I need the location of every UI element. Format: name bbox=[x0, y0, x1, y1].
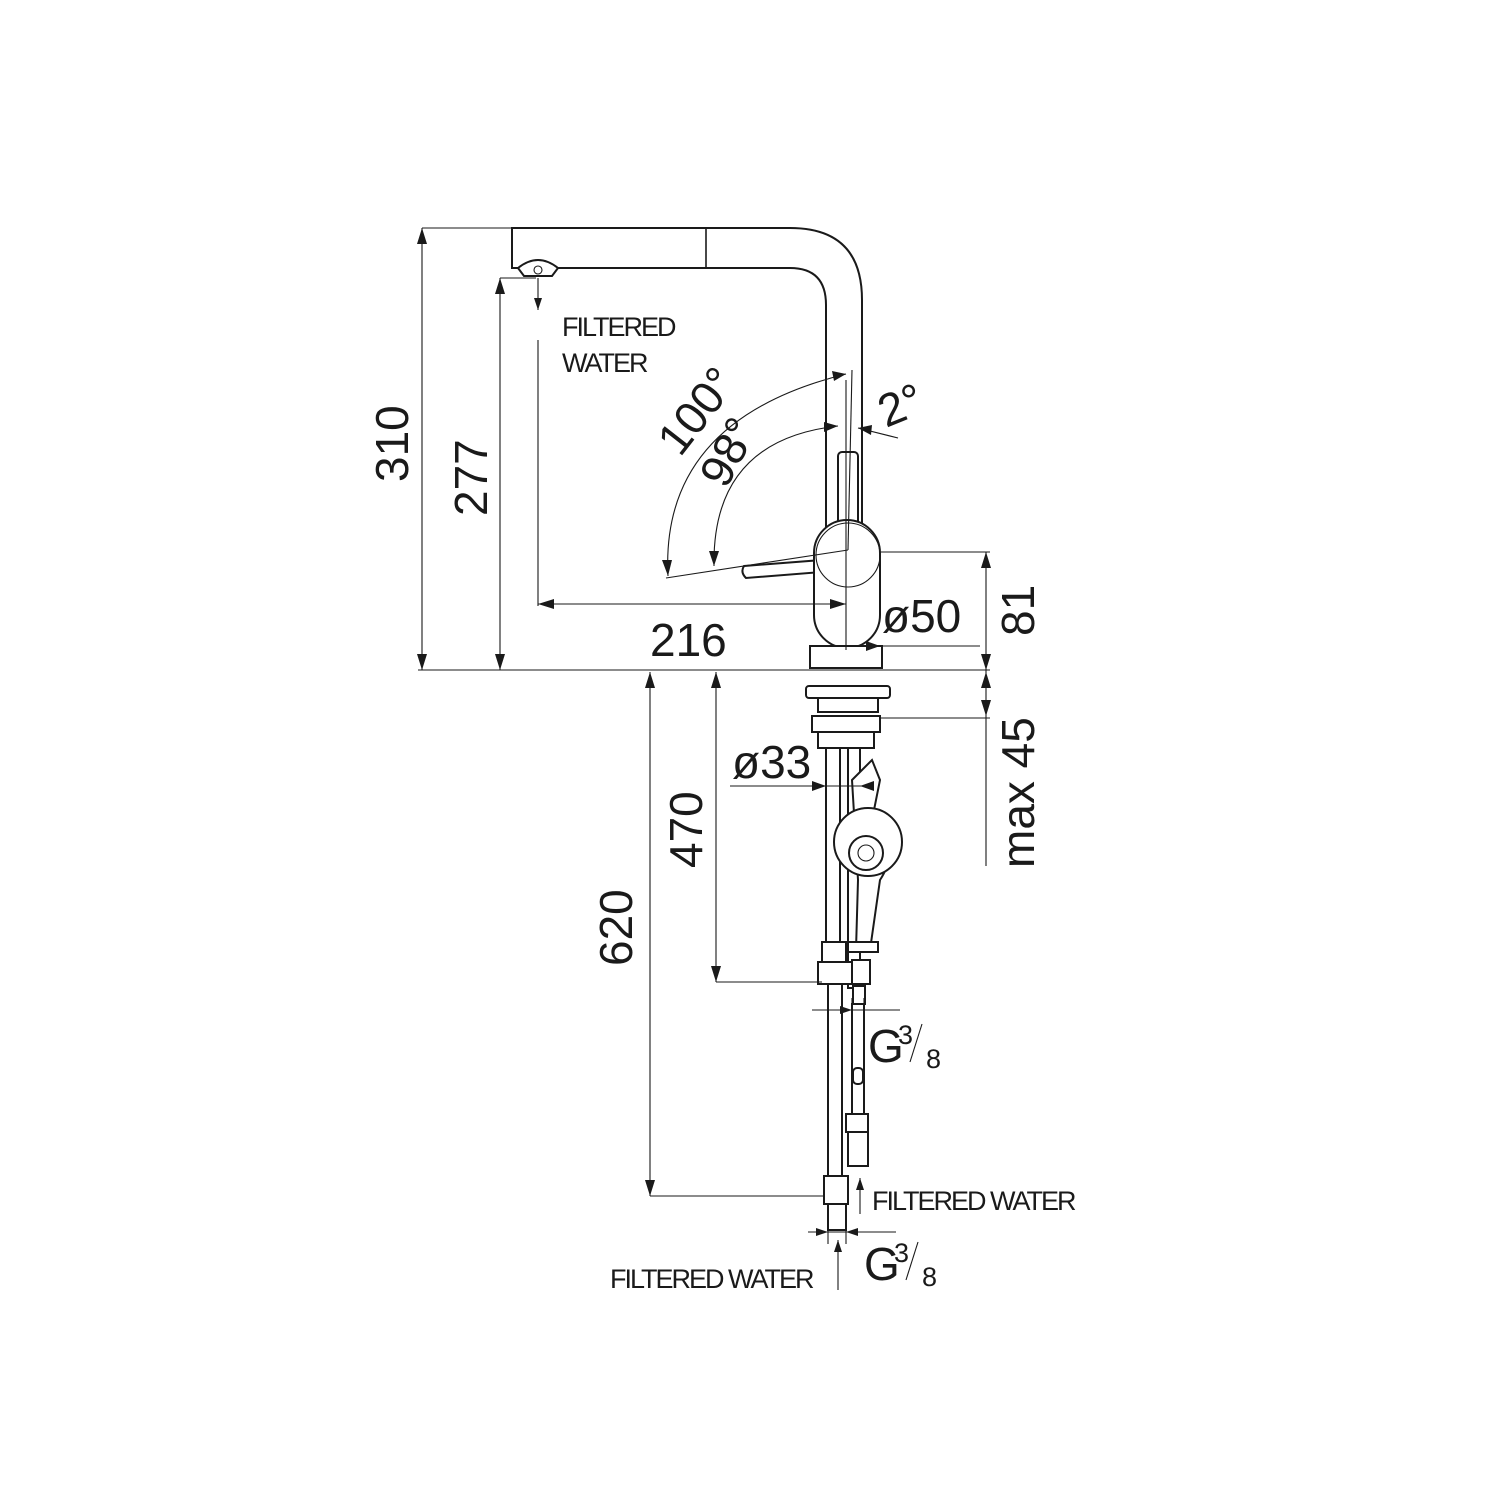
label-spout-filtered-line1: FILTERED bbox=[562, 312, 676, 342]
dim-body-height: 81 bbox=[992, 585, 1044, 636]
faucet-outline bbox=[511, 227, 903, 1231]
dim-total-height: 310 bbox=[366, 405, 418, 482]
dim-lever-angle-small: 2° bbox=[870, 373, 930, 438]
thread-den-lower: 8 bbox=[922, 1262, 937, 1292]
thread-num-lower: 3 bbox=[894, 1238, 909, 1268]
connector-left-top bbox=[821, 941, 847, 965]
locking-nut-core bbox=[857, 844, 875, 862]
hose-right-marker bbox=[852, 1067, 864, 1085]
faucet-body bbox=[813, 519, 881, 649]
base-nut bbox=[811, 715, 881, 733]
label-filtered-water-bottom: FILTERED WATER bbox=[610, 1264, 814, 1294]
lever-handle bbox=[741, 558, 823, 580]
fitting-right bbox=[852, 985, 866, 1005]
thread-g-lower: G bbox=[864, 1238, 900, 1290]
label-filtered-water-right: FILTERED WATER bbox=[872, 1186, 1076, 1216]
thread-g-upper: G bbox=[868, 1020, 904, 1072]
dim-spout-reach: 216 bbox=[650, 614, 727, 666]
thread-den-upper: 8 bbox=[926, 1044, 941, 1074]
thread-label-lower: G 3 8 bbox=[864, 1238, 937, 1292]
dim-hose-470: 470 bbox=[660, 791, 712, 868]
base-washer bbox=[817, 697, 879, 713]
nut-left bbox=[817, 961, 853, 985]
hose-left-end bbox=[827, 1203, 847, 1231]
dim-max-thickness: max 45 bbox=[992, 717, 1044, 868]
thread-num-upper: 3 bbox=[898, 1020, 913, 1050]
thread-label-upper: G 3 8 bbox=[868, 1020, 941, 1074]
aerator-dot bbox=[533, 265, 543, 275]
hose-long-right bbox=[851, 1003, 865, 1115]
dimension-lines bbox=[417, 227, 991, 1290]
aerator bbox=[516, 259, 560, 277]
hose-left-nut bbox=[823, 1175, 849, 1205]
dim-shank-diameter: ø33 bbox=[732, 736, 811, 788]
dim-hose-620: 620 bbox=[590, 889, 642, 966]
nut-right bbox=[851, 959, 871, 985]
hose-right-nut bbox=[845, 1113, 869, 1133]
label-spout-filtered-line2: WATER bbox=[562, 348, 648, 378]
locking-nut-inner bbox=[848, 835, 884, 871]
hose-right-fitting bbox=[847, 1131, 869, 1167]
connector-right-top bbox=[847, 941, 879, 953]
base-plate bbox=[805, 685, 891, 699]
hose-long-left bbox=[827, 983, 843, 1177]
dim-spout-height: 277 bbox=[445, 439, 497, 516]
dim-body-diameter: ø50 bbox=[882, 590, 961, 642]
base-flange bbox=[817, 731, 875, 749]
